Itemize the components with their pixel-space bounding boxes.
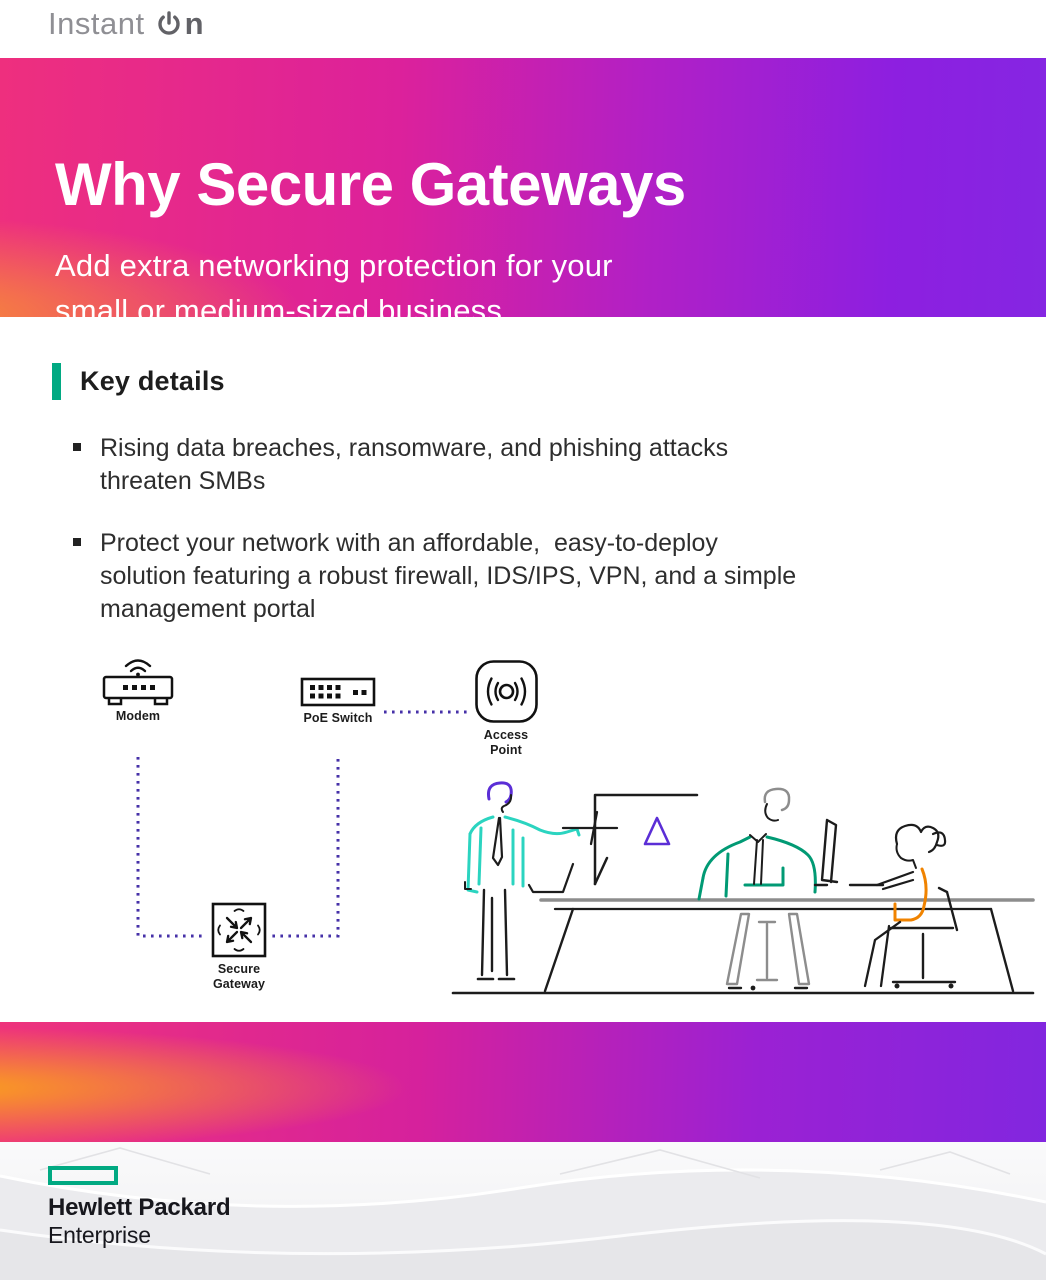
bullet-line: solution featuring a robust firewall, ID… (100, 562, 797, 590)
secure-gateway-label-line: Gateway (212, 977, 266, 991)
key-details-accent-bar (52, 363, 61, 400)
bullet-line: threaten SMBs (100, 467, 266, 495)
hpe-logo: Hewlett Packard Enterprise (48, 1166, 231, 1249)
hpe-logo-mark (48, 1166, 118, 1185)
brand-text: Instant (48, 6, 145, 41)
page-subtitle: Add extra networking protection for your… (55, 243, 995, 333)
bullet-text: Rising data breaches, ransomware, and ph… (100, 432, 728, 498)
instant-on-logo: Instant n (48, 6, 204, 42)
gradient-band (0, 1022, 1046, 1142)
hpe-logo-line1: Hewlett Packard (48, 1194, 231, 1221)
bullet-line: management portal (100, 595, 316, 623)
bullet-line: Protect your network with an affordable,… (100, 529, 718, 557)
bullet-line: Rising data breaches, ransomware, and ph… (100, 434, 729, 462)
connection-lines (136, 710, 468, 938)
bullet-marker (73, 443, 81, 451)
poe-switch-node: PoE Switch (300, 676, 376, 726)
bullet-item: Rising data breaches, ransomware, and ph… (73, 432, 973, 498)
poe-switch-icon (300, 677, 376, 707)
footer-waves (0, 1147, 1046, 1280)
bullet-text: Protect your network with an affordable,… (100, 527, 796, 626)
hero-banner: Why Secure Gateways Add extra networking… (0, 58, 1046, 328)
bullet-marker (73, 538, 81, 546)
modem-label: Modem (115, 709, 161, 723)
office-illustration (445, 772, 1045, 1002)
access-point-label-line: Access (483, 728, 529, 742)
poe-switch-label: PoE Switch (303, 711, 373, 725)
power-icon (151, 9, 181, 39)
secure-gateway-label: Secure Gateway (207, 962, 271, 992)
access-point-icon (474, 660, 538, 723)
subtitle-line: small or medium-sized business (55, 293, 503, 328)
secure-gateway-label-line: Secure (217, 962, 261, 976)
modem-node: Modem (99, 654, 177, 724)
key-details-heading: Key details (80, 366, 225, 396)
access-point-node: Access Point (472, 658, 540, 758)
subtitle-line: Add extra networking protection for your (55, 248, 613, 283)
access-point-label: Access Point (472, 728, 540, 758)
page-title: Why Secure Gateways (55, 151, 686, 218)
bullet-item: Protect your network with an affordable,… (73, 527, 973, 626)
hpe-logo-line2: Enterprise (48, 1222, 151, 1248)
secure-gateway-node: Secure Gateway (207, 901, 271, 992)
footer: Hewlett Packard Enterprise (0, 1142, 1046, 1280)
brand-suffix: n (184, 6, 204, 41)
secure-gateway-icon (211, 902, 267, 958)
header-bar: Instant n (0, 0, 1046, 58)
modem-icon (102, 659, 174, 706)
access-point-label-line: Point (490, 743, 522, 757)
network-diagram: Modem PoE Switch (0, 640, 1046, 1015)
